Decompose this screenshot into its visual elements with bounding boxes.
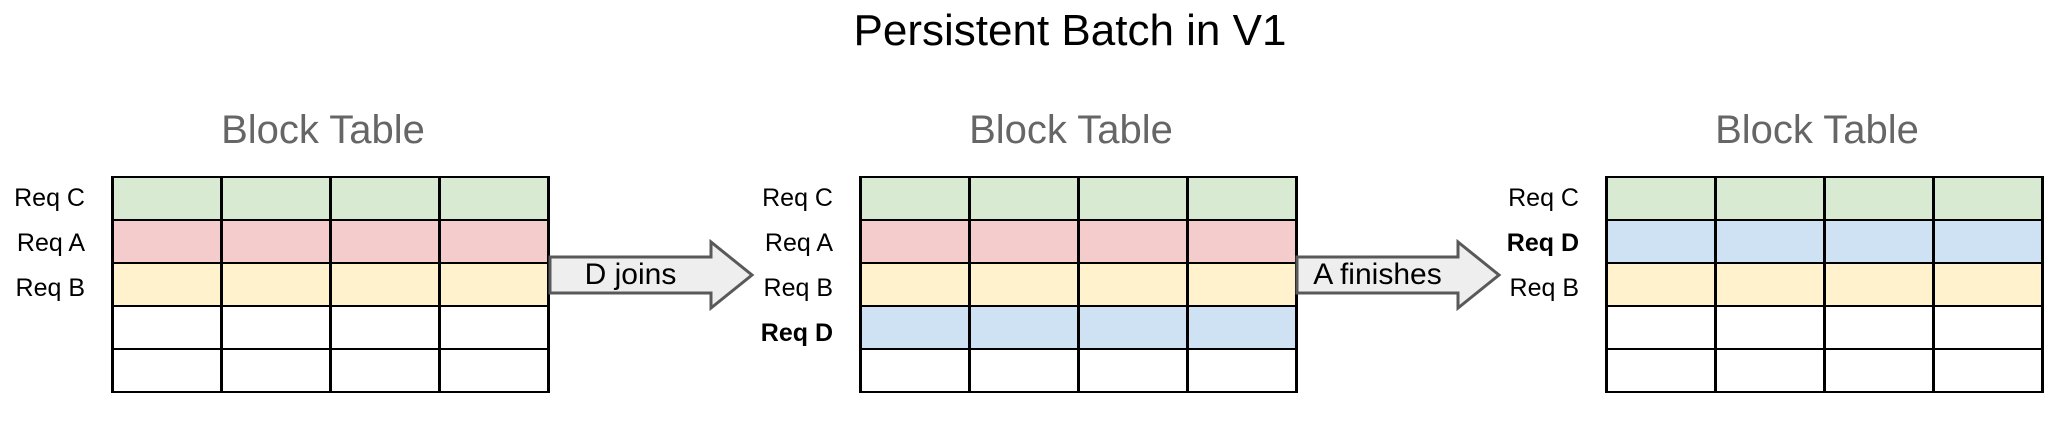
block-cell bbox=[1823, 348, 1935, 393]
row-label: Req A bbox=[764, 229, 833, 257]
block-cell bbox=[111, 219, 223, 264]
block-cell bbox=[1077, 305, 1189, 350]
block-row bbox=[859, 262, 1298, 307]
block-cell bbox=[1186, 262, 1298, 307]
block-cell bbox=[1077, 219, 1189, 264]
block-cell bbox=[438, 305, 550, 350]
row-label: Req D bbox=[1506, 229, 1579, 257]
block-cell bbox=[859, 305, 971, 350]
block-row bbox=[1605, 219, 2044, 264]
block-cell bbox=[1605, 348, 1717, 393]
arrow-label: D joins bbox=[584, 258, 677, 291]
block-row bbox=[859, 176, 1298, 221]
block-cell bbox=[859, 176, 971, 221]
block-cell bbox=[1823, 305, 1935, 350]
block-cell bbox=[859, 219, 971, 264]
block-row bbox=[1605, 305, 2044, 350]
block-cell bbox=[438, 262, 550, 307]
block-cell bbox=[1186, 348, 1298, 393]
block-cell bbox=[1077, 348, 1189, 393]
block-cell bbox=[1932, 348, 2044, 393]
block-cell bbox=[1932, 176, 2044, 221]
block-cell bbox=[1605, 176, 1717, 221]
block-cell bbox=[220, 305, 332, 350]
block-cell bbox=[1605, 262, 1717, 307]
diagram-title: Persistent Batch in V1 bbox=[853, 6, 1287, 55]
block-cell bbox=[220, 262, 332, 307]
row-label: Req C bbox=[14, 184, 85, 212]
block-cell bbox=[329, 305, 441, 350]
panel-title: Block Table bbox=[969, 108, 1173, 152]
block-row bbox=[859, 348, 1298, 393]
block-cell bbox=[968, 262, 1080, 307]
block-cell bbox=[329, 176, 441, 221]
row-label: Req C bbox=[1508, 184, 1579, 212]
block-cell bbox=[1823, 219, 1935, 264]
block-row bbox=[111, 305, 550, 350]
block-cell bbox=[1714, 305, 1826, 350]
block-row bbox=[1605, 262, 2044, 307]
block-cell bbox=[968, 219, 1080, 264]
block-cell bbox=[1823, 176, 1935, 221]
block-cell bbox=[968, 305, 1080, 350]
block-row bbox=[1605, 176, 2044, 221]
block-cell bbox=[438, 176, 550, 221]
block-row bbox=[111, 348, 550, 393]
block-cell bbox=[111, 176, 223, 221]
block-cell bbox=[1714, 262, 1826, 307]
block-cell bbox=[1932, 262, 2044, 307]
block-cell bbox=[1077, 176, 1189, 221]
right-arrow-icon bbox=[1295, 239, 1502, 311]
block-cell bbox=[968, 176, 1080, 221]
row-label: Req D bbox=[760, 319, 833, 347]
block-cell bbox=[968, 348, 1080, 393]
block-cell bbox=[1714, 176, 1826, 221]
block-cell bbox=[220, 176, 332, 221]
block-cell bbox=[438, 348, 550, 393]
block-row bbox=[859, 305, 1298, 350]
block-cell bbox=[111, 305, 223, 350]
block-cell bbox=[1605, 305, 1717, 350]
block-cell bbox=[329, 348, 441, 393]
block-row bbox=[111, 219, 550, 264]
block-cell bbox=[329, 219, 441, 264]
block-row bbox=[111, 262, 550, 307]
arrow-a-finishes: A finishes bbox=[1295, 239, 1502, 311]
block-cell bbox=[438, 219, 550, 264]
block-cell bbox=[859, 348, 971, 393]
block-cell bbox=[111, 262, 223, 307]
block-table bbox=[859, 176, 1298, 393]
block-cell bbox=[1932, 305, 2044, 350]
panel-title: Block Table bbox=[221, 108, 425, 152]
block-cell bbox=[329, 262, 441, 307]
block-cell bbox=[1714, 219, 1826, 264]
block-cell bbox=[1186, 176, 1298, 221]
block-row bbox=[1605, 348, 2044, 393]
arrow-d-joins: D joins bbox=[548, 239, 755, 311]
block-cell bbox=[1823, 262, 1935, 307]
block-row bbox=[859, 219, 1298, 264]
block-cell bbox=[1714, 348, 1826, 393]
block-cell bbox=[859, 262, 971, 307]
block-cell bbox=[1077, 262, 1189, 307]
row-label: Req C bbox=[762, 184, 833, 212]
block-cell bbox=[111, 348, 223, 393]
block-table bbox=[1605, 176, 2044, 393]
row-label: Req B bbox=[1509, 274, 1579, 302]
block-cell bbox=[1932, 219, 2044, 264]
right-arrow-icon bbox=[548, 239, 755, 311]
block-cell bbox=[1186, 305, 1298, 350]
row-label: Req A bbox=[16, 229, 85, 257]
block-cell bbox=[1186, 219, 1298, 264]
block-cell bbox=[220, 219, 332, 264]
row-label: Req B bbox=[15, 274, 85, 302]
block-cell bbox=[1605, 219, 1717, 264]
block-row bbox=[111, 176, 550, 221]
row-label: Req B bbox=[763, 274, 833, 302]
block-table bbox=[111, 176, 550, 393]
arrow-label: A finishes bbox=[1313, 258, 1442, 291]
block-cell bbox=[220, 348, 332, 393]
panel-title: Block Table bbox=[1715, 108, 1919, 152]
